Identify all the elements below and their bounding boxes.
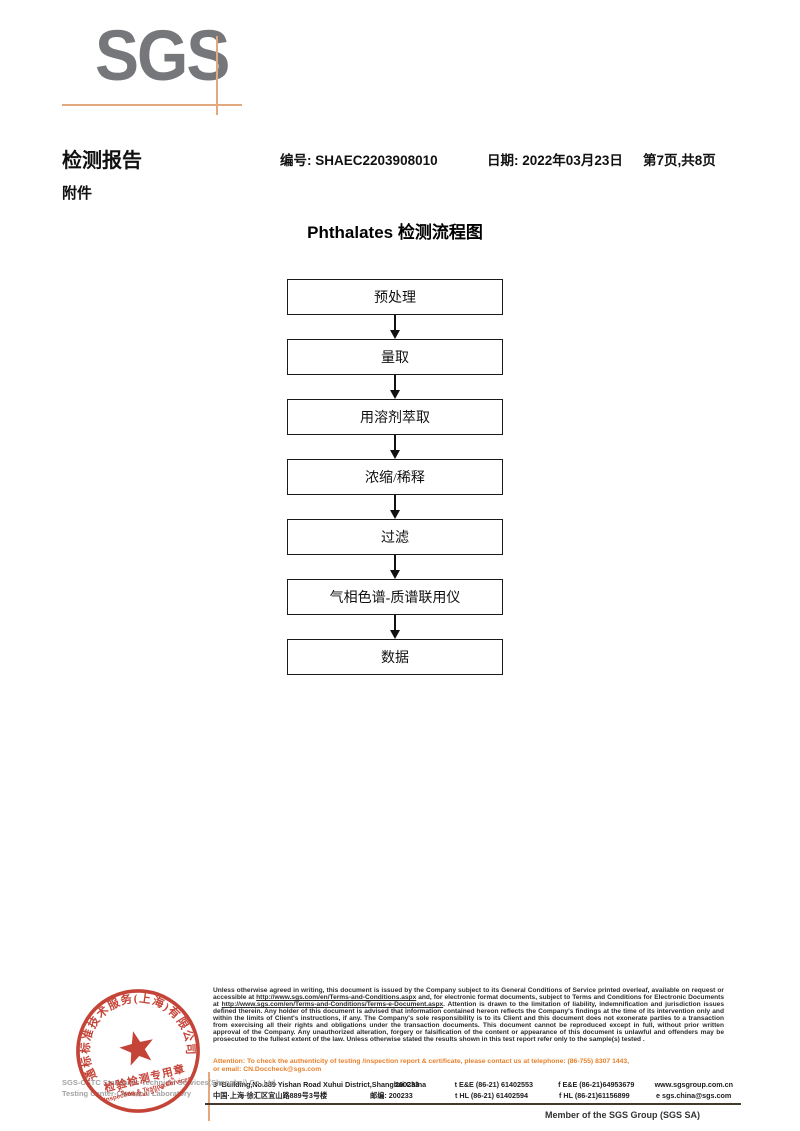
- flow-step-solvent-extraction: 用溶剂萃取: [287, 399, 503, 435]
- page-indicator: 第7页,共8页: [643, 153, 716, 168]
- flow-step-filter: 过滤: [287, 519, 503, 555]
- company-name-block: SGS-CSTC Standards Technical Services(Sh…: [62, 1077, 277, 1099]
- website-link[interactable]: www.sgsgroup.com.cn: [654, 1080, 733, 1089]
- e-document-terms-link[interactable]: http://www.sgs.com/en/Terms-and-Conditio…: [221, 1001, 444, 1008]
- report-date-value: 2022年03月23日: [522, 153, 623, 168]
- flow-step-pretreatment: 预处理: [287, 279, 503, 315]
- address-block: 3ʳᵈBuilding,No.889 Yishan Road Xuhui Dis…: [213, 1079, 733, 1101]
- down-arrow-icon: [390, 555, 400, 579]
- postcode-en: 200233: [395, 1080, 419, 1089]
- logo-horizontal-line: [62, 104, 242, 106]
- address-cn: 中国·上海·徐汇区宜山路889号3号楼: [213, 1091, 328, 1100]
- stamp-star-icon: [119, 1031, 153, 1066]
- report-number-value: SHAEC2203908010: [315, 153, 438, 168]
- fax-en: f E&E (86-21)64953679: [558, 1080, 635, 1089]
- legal-text: and, for electronic format documents, su…: [213, 994, 724, 1008]
- address-row-en: 3ʳᵈBuilding,No.889 Yishan Road Xuhui Dis…: [213, 1079, 733, 1090]
- flow-step-gcms: 气相色谱-质谱联用仪: [287, 579, 503, 615]
- company-dept-en: Testing Center-Chemical Laboratory: [62, 1089, 192, 1098]
- address-row-cn: 中国·上海·徐汇区宜山路889号3号楼 邮编: 200233 t HL (86-…: [213, 1090, 733, 1101]
- inspection-stamp-seal: 通标标准技术服务(上海)有限公司 检验检测专用章 Inspection & Te…: [56, 969, 221, 1131]
- report-title: 检测报告: [62, 150, 142, 172]
- attachment-label: 附件: [62, 186, 93, 202]
- legal-text: . Attention is drawn to the limitation o…: [213, 1001, 724, 1043]
- postcode-cn: 邮编: 200233: [370, 1091, 413, 1100]
- phone-en: t E&E (86-21) 61402553: [454, 1080, 533, 1089]
- logo-vertical-line: [216, 36, 218, 115]
- down-arrow-icon: [390, 615, 400, 639]
- email-link[interactable]: e sgs.china@sgs.com: [656, 1091, 732, 1100]
- flowchart-title: Phthalates 检测流程图: [307, 223, 483, 242]
- company-name-en: SGS-CSTC Standards Technical Services(Sh…: [62, 1078, 278, 1087]
- legal-text: Unless otherwise agreed in writing, this…: [213, 987, 724, 1001]
- sgs-member-text: Member of the SGS Group (SGS SA): [545, 1110, 701, 1120]
- flowchart: 预处理 量取 用溶剂萃取 浓缩/稀释 过滤 气相色谱-质谱联用仪 数据: [287, 279, 503, 675]
- legal-disclaimer: Unless otherwise agreed in writing, this…: [213, 987, 724, 1043]
- fax-cn: f HL (86-21)61156899: [559, 1091, 630, 1100]
- down-arrow-icon: [390, 375, 400, 399]
- flow-step-data: 数据: [287, 639, 503, 675]
- phone-cn: t HL (86-21) 61402594: [455, 1091, 528, 1100]
- attention-notice: Attention: To check the authenticity of …: [213, 1058, 724, 1073]
- report-number-label: 编号:: [280, 153, 312, 168]
- down-arrow-icon: [390, 315, 400, 339]
- footer-vertical-line: [208, 1072, 210, 1121]
- footer-rule: [205, 1103, 741, 1105]
- attention-line-2: or email: CN.Doccheck@sgs.com: [213, 1065, 322, 1073]
- attention-line-1: Attention: To check the authenticity of …: [213, 1058, 630, 1065]
- flow-step-measure: 量取: [287, 339, 503, 375]
- down-arrow-icon: [390, 495, 400, 519]
- report-number: 编号: SHAEC2203908010: [280, 149, 438, 169]
- address-en: 3ʳᵈBuilding,No.889 Yishan Road Xuhui Dis…: [213, 1080, 427, 1089]
- sgs-logo: SGS: [95, 15, 230, 95]
- report-date-label: 日期:: [487, 153, 519, 168]
- down-arrow-icon: [390, 435, 400, 459]
- stamp-svg: 通标标准技术服务(上海)有限公司 检验检测专用章 Inspection & Te…: [65, 978, 200, 1113]
- terms-link[interactable]: http://www.sgs.com/en/Terms-and-Conditio…: [256, 994, 417, 1001]
- stamp-ring: [76, 989, 200, 1113]
- flow-step-concentrate-dilute: 浓缩/稀释: [287, 459, 503, 495]
- report-date: 日期: 2022年03月23日: [487, 149, 623, 169]
